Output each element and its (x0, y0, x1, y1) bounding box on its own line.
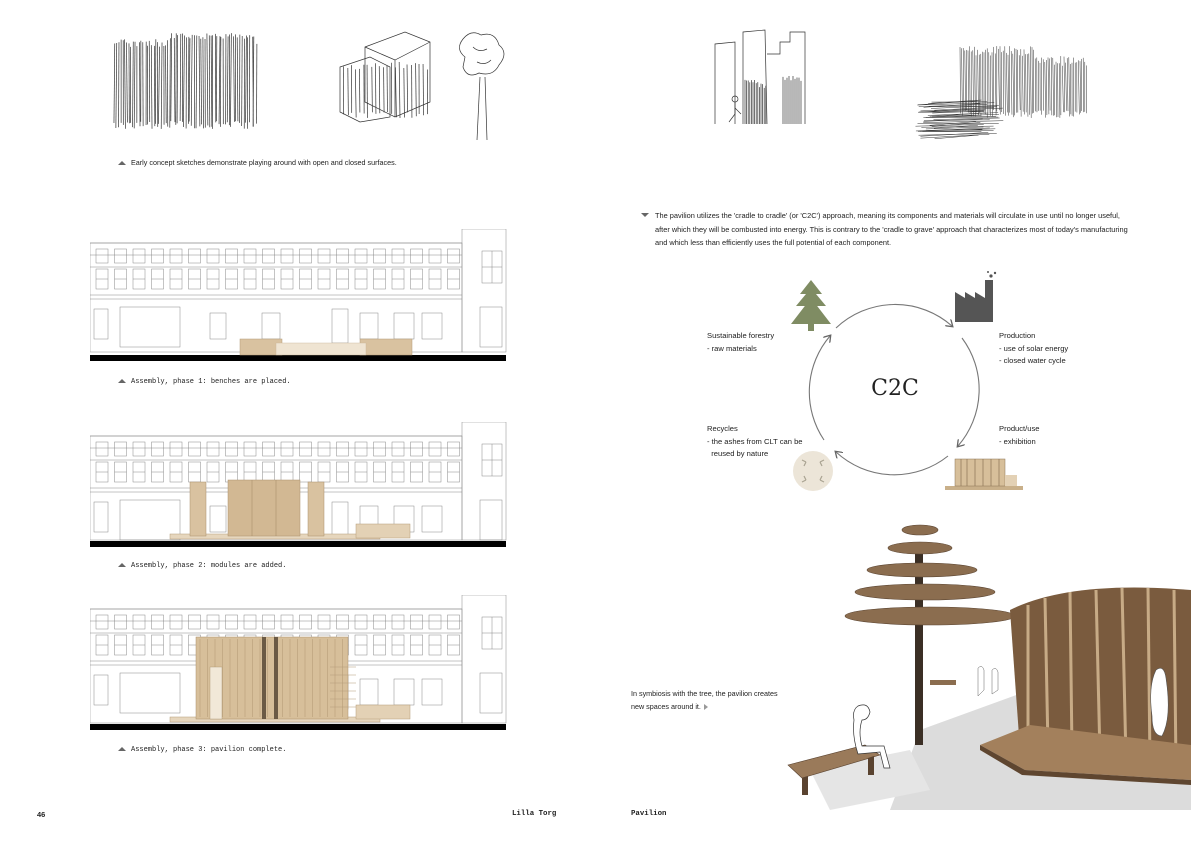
symbiosis-caption-text: In symbiosis with the tree, the pavilion… (631, 689, 778, 711)
pavilion-render (787, 524, 1191, 810)
phase2-caption-text: Assembly, phase 2: modules are added. (131, 562, 287, 570)
sketch-pavilion-tree (339, 31, 505, 141)
c2c-paragraph: The pavilion utilizes the 'cradle to cra… (641, 209, 1135, 250)
caption-triangle-icon (118, 161, 126, 166)
elevation-phase-3 (90, 595, 507, 730)
c2c-paragraph-text: The pavilion utilizes the 'cradle to cra… (655, 211, 1128, 247)
footer-section: Pavilion (631, 810, 667, 818)
caption-triangle-icon (118, 563, 126, 568)
cycle-arrow-top (835, 303, 952, 329)
caption-triangle-icon (118, 379, 126, 384)
label-product-use: Product/use - exhibition (999, 424, 1040, 446)
sketches-caption-text: Early concept sketches demonstrate playi… (131, 158, 397, 167)
recycle-icon (793, 451, 833, 491)
label-production: Production - use of solar energy - close… (999, 331, 1069, 365)
sketch-figure-building (714, 29, 806, 125)
symbiosis-caption: In symbiosis with the tree, the pavilion… (631, 687, 791, 713)
cycle-arrow-left (808, 336, 830, 441)
footer-location: Lilla Torg (512, 810, 557, 818)
tree-icon (791, 280, 831, 331)
caption-triangle-right-icon (703, 704, 708, 711)
phase3-caption: Assembly, phase 3: pavilion complete. (118, 746, 286, 754)
c2c-cycle-diagram (808, 303, 980, 476)
phase2-caption: Assembly, phase 2: modules are added. (118, 562, 286, 570)
phase3-caption-text: Assembly, phase 3: pavilion complete. (131, 746, 287, 754)
cycle-center-label: C2C (871, 376, 919, 401)
caption-triangle-icon (118, 747, 126, 752)
cycle-arrow-bottom (836, 452, 949, 476)
elevation-phase-1 (90, 229, 507, 361)
sketch-hatched-box (915, 46, 1088, 140)
page-number: 46 (37, 810, 46, 819)
label-recycles: Recycles - the ashes from CLT can be reu… (707, 424, 803, 458)
pavilion-icon (945, 458, 1023, 490)
sketches-caption: Early concept sketches demonstrate playi… (118, 158, 397, 167)
caption-triangle-down-icon (641, 213, 649, 217)
cycle-arrow-right (958, 337, 980, 446)
phase1-caption: Assembly, phase 1: benches are placed. (118, 378, 291, 386)
sketch-vertical-strokes (113, 33, 258, 129)
phase1-caption-text: Assembly, phase 1: benches are placed. (131, 378, 291, 386)
factory-icon (955, 271, 997, 322)
elevation-phase-2 (90, 422, 507, 547)
label-forestry: Sustainable forestry - raw materials (707, 331, 775, 353)
